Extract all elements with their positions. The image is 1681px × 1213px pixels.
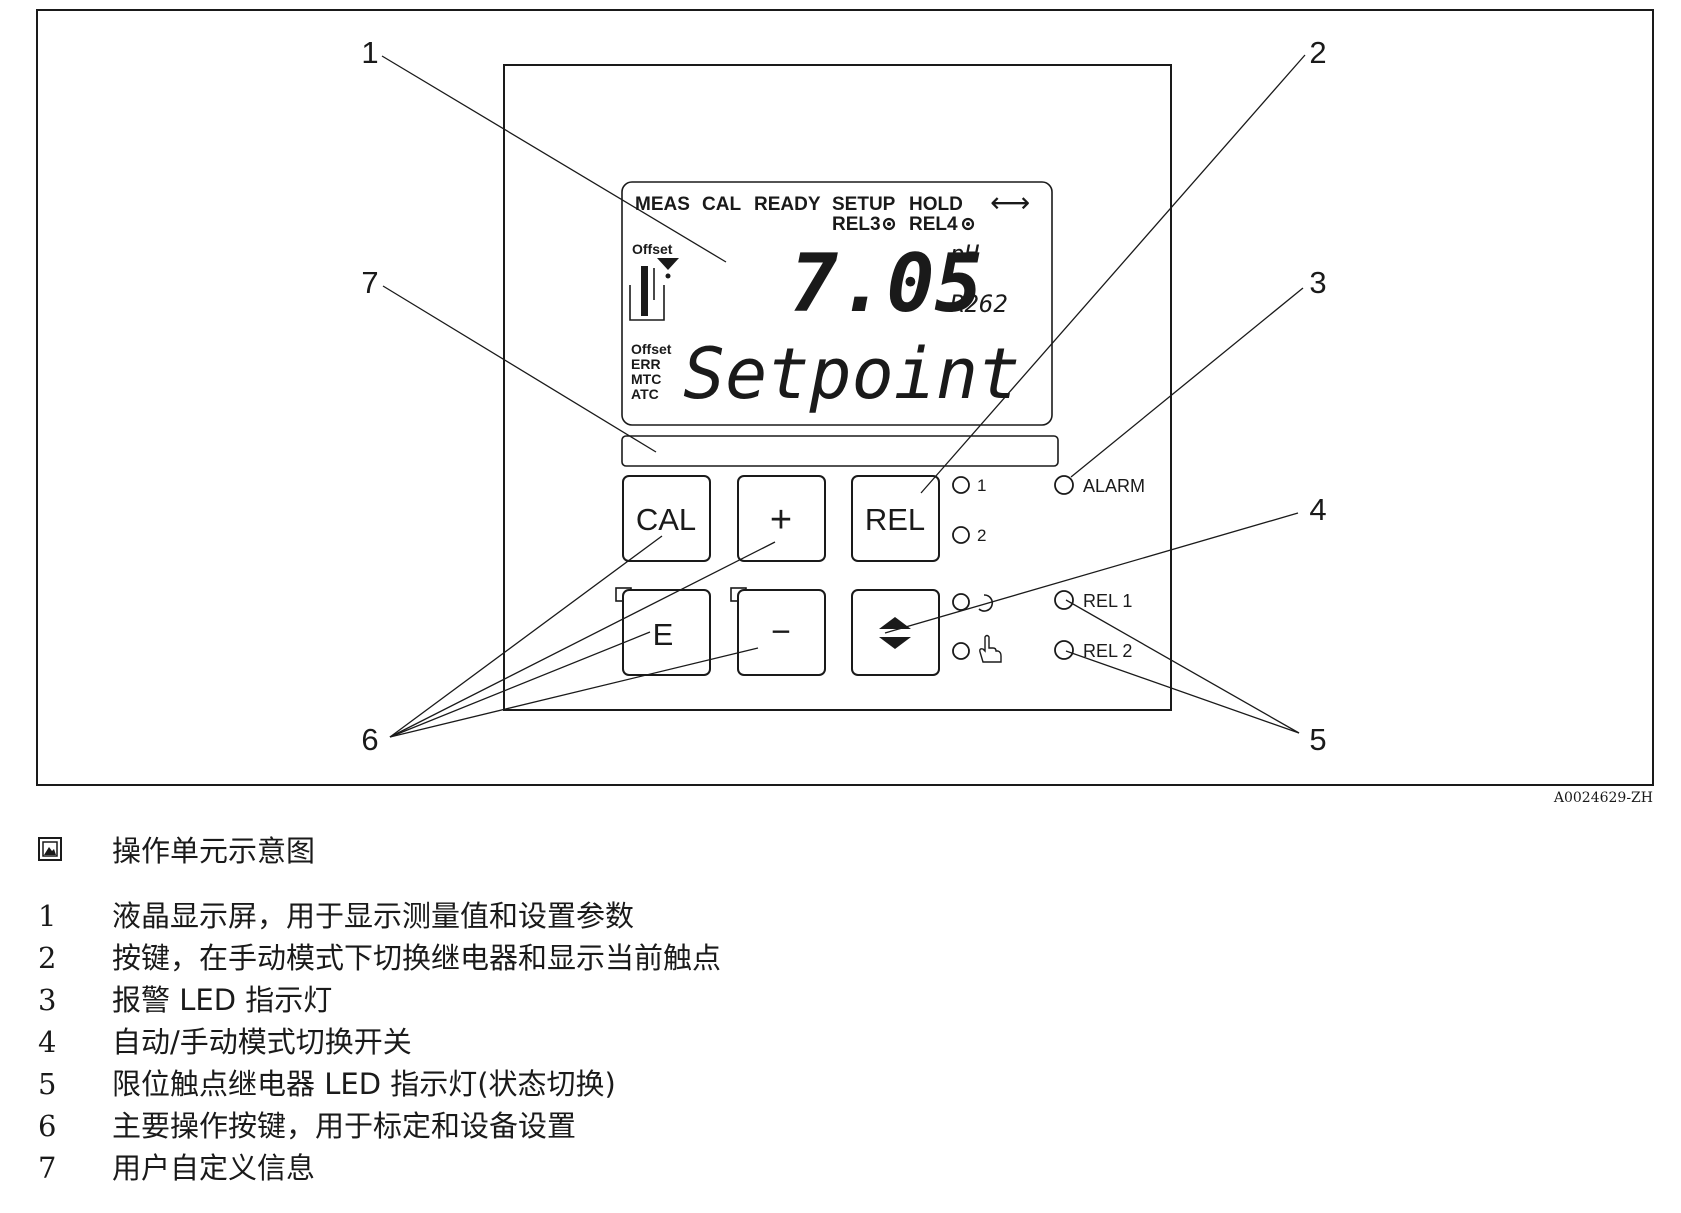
legend-text: 主要操作按键，用于标定和设备设置 — [112, 1109, 577, 1143]
legend-item: 1 液晶显示屏，用于显示测量值和设置参数 — [38, 893, 721, 935]
relay-label-rel4: REL4 — [909, 214, 958, 235]
status-mode-ready: READY — [754, 194, 821, 215]
status-mode-hold: HOLD — [909, 194, 963, 215]
legend-item: 3 报警 LED 指示灯 — [38, 977, 721, 1019]
operating-unit-diagram: MEAS CAL READY SETUP HOLD REL3 REL4 ⟷ Of… — [36, 9, 1654, 786]
legend-item: 5 限位触点继电器 LED 指示灯(状态切换) — [38, 1061, 721, 1103]
svg-text:+: + — [770, 499, 792, 541]
minus-key[interactable]: − — [730, 587, 826, 676]
legend-item: 6 主要操作按键，用于标定和设备设置 — [38, 1103, 721, 1145]
rel1-led: REL 1 — [1054, 590, 1132, 611]
led-2: 2 — [952, 526, 986, 545]
legend-number: 7 — [38, 1151, 57, 1185]
gauge-icon — [657, 258, 679, 270]
status-mode-cal: CAL — [702, 194, 741, 215]
offset-label: Offset — [632, 241, 673, 257]
svg-text:−: − — [771, 613, 791, 651]
figure-caption: 操作单元示意图 — [38, 828, 315, 870]
electrode-icon — [629, 266, 665, 321]
callout-4: 4 — [1309, 492, 1326, 527]
lcd-display: MEAS CAL READY SETUP HOLD REL3 REL4 ⟷ Of… — [621, 181, 1053, 426]
svg-text:REL: REL — [865, 502, 925, 537]
legend-number: 3 — [38, 983, 57, 1017]
figure-id: A0024629-ZH — [1553, 790, 1653, 806]
led-1: 1 — [952, 476, 986, 495]
message-text: Setpoint — [683, 333, 1020, 415]
legend-number: 1 — [38, 899, 57, 933]
relay-label-rel3: REL3 — [832, 214, 881, 235]
auto-manual-key[interactable] — [851, 589, 940, 676]
legend-item: 7 用户自定义信息 — [38, 1145, 721, 1187]
rel4-indicator-icon — [961, 217, 975, 231]
legend-list: 1 液晶显示屏，用于显示测量值和设置参数 2 按键，在手动模式下切换继电器和显示… — [38, 893, 721, 1187]
legend-item: 2 按键，在手动模式下切换继电器和显示当前触点 — [38, 935, 721, 977]
callout-6: 6 — [361, 722, 378, 757]
flag-atc: ATC — [631, 386, 659, 402]
svg-text:2: 2 — [977, 526, 986, 545]
figure-caption-icon — [38, 837, 62, 861]
auto-mode-icon — [978, 594, 994, 612]
device-panel — [503, 64, 1172, 711]
legend-text: 自动/手动模式切换开关 — [112, 1025, 412, 1059]
legend-text: 用户自定义信息 — [112, 1151, 316, 1185]
alarm-led: ALARM — [1054, 475, 1145, 496]
flag-mtc: MTC — [631, 371, 661, 387]
unit-label: pH — [949, 240, 979, 268]
legend-text: 限位触点继电器 LED 指示灯(状态切换) — [112, 1067, 616, 1101]
led-manual — [952, 634, 1002, 663]
legend-number: 4 — [38, 1025, 57, 1059]
relay-code: R262 — [950, 290, 1008, 318]
rel3-indicator-icon — [882, 217, 896, 231]
callout-3: 3 — [1309, 265, 1326, 300]
callout-1: 1 — [361, 35, 378, 70]
svg-text:1: 1 — [977, 476, 986, 495]
legend-number: 6 — [38, 1109, 57, 1143]
callout-2: 2 — [1309, 35, 1326, 70]
callout-5: 5 — [1309, 722, 1326, 757]
figure-frame — [36, 9, 1654, 786]
hand-icon — [979, 634, 1002, 663]
led-auto — [952, 593, 994, 612]
up-down-arrow-icon — [879, 617, 911, 649]
leader-lines — [381, 54, 1306, 738]
rel2-led: REL 2 — [1054, 640, 1132, 661]
svg-text:REL 2: REL 2 — [1083, 641, 1132, 661]
callout-7: 7 — [361, 265, 378, 300]
legend-text: 液晶显示屏，用于显示测量值和设置参数 — [112, 899, 635, 933]
user-label-strip — [621, 435, 1059, 467]
caption-text: 操作单元示意图 — [112, 834, 316, 868]
svg-text:REL 1: REL 1 — [1083, 591, 1132, 611]
flag-offset: Offset — [631, 341, 672, 357]
measured-value: 7.05 — [790, 237, 983, 330]
legend-number: 5 — [38, 1067, 57, 1101]
rel-key[interactable]: REL — [851, 475, 940, 562]
svg-text:ALARM: ALARM — [1083, 476, 1145, 496]
double-arrow-icon: ⟷ — [990, 187, 1030, 218]
e-key[interactable]: E — [615, 587, 711, 676]
legend-text: 报警 LED 指示灯 — [112, 983, 333, 1017]
status-mode-setup: SETUP — [832, 194, 896, 215]
svg-text:CAL: CAL — [636, 502, 696, 537]
legend-item: 4 自动/手动模式切换开关 — [38, 1019, 721, 1061]
svg-text:E: E — [653, 617, 674, 652]
cal-key[interactable]: CAL — [622, 475, 711, 562]
status-mode-meas: MEAS — [635, 194, 690, 215]
legend-number: 2 — [38, 941, 57, 975]
legend-text: 按键，在手动模式下切换继电器和显示当前触点 — [112, 941, 722, 975]
flag-err: ERR — [631, 356, 661, 372]
plus-key[interactable]: + — [737, 475, 826, 562]
